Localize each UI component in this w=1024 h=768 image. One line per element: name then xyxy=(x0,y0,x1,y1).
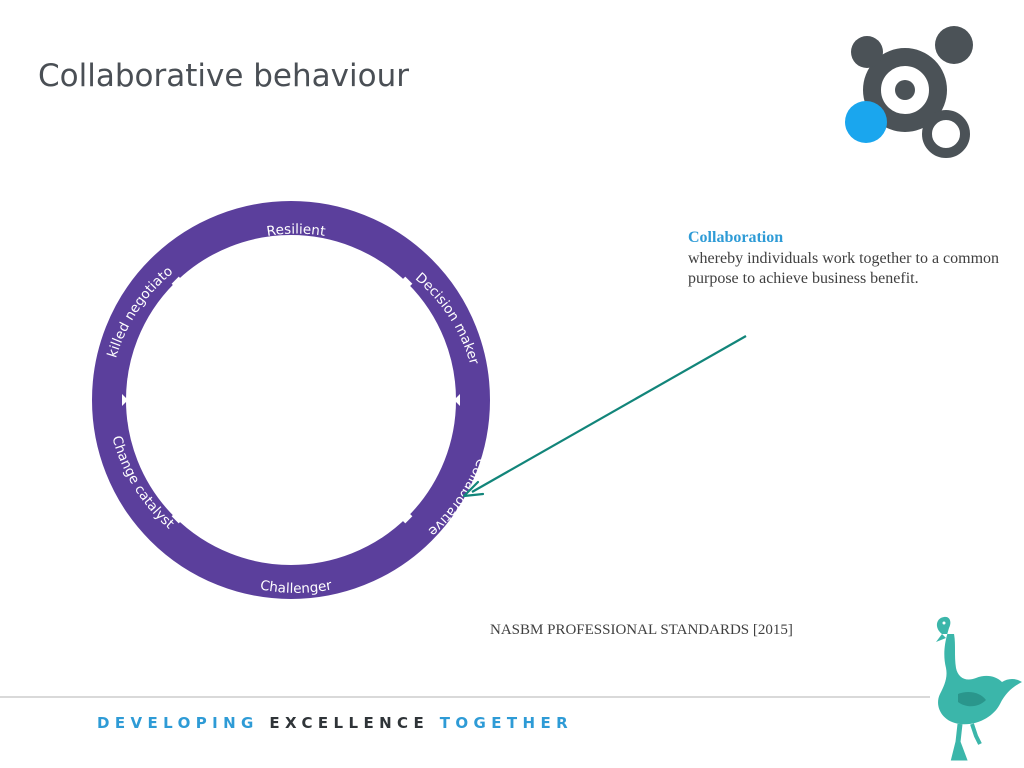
footer-tagline: DEVELOPING EXCELLENCE TOGETHER xyxy=(97,714,573,732)
goose-mascot-icon xyxy=(936,616,1022,761)
tagline-word-together: TOGETHER xyxy=(439,714,574,732)
ring-label-resilient: Resilient xyxy=(266,222,327,240)
source-citation: NASBM PROFESSIONAL STANDARDS [2015] xyxy=(490,622,793,638)
definition-callout: Collaboration whereby individuals work t… xyxy=(688,228,1008,290)
tagline-word-developing: DEVELOPING xyxy=(97,714,259,732)
page-title: Collaborative behaviour xyxy=(38,58,409,94)
behaviour-ring-diagram: Resilient Decision maker Collaborative C… xyxy=(88,200,490,599)
tagline-word-excellence: EXCELLENCE xyxy=(269,714,430,732)
ring-label-challenger: Challenger xyxy=(259,577,334,597)
footer-divider xyxy=(0,696,930,698)
organisation-logo-icon xyxy=(845,26,973,158)
callout-body: whereby individuals work together to a c… xyxy=(688,249,1000,288)
callout-heading: Collaboration xyxy=(688,229,784,246)
